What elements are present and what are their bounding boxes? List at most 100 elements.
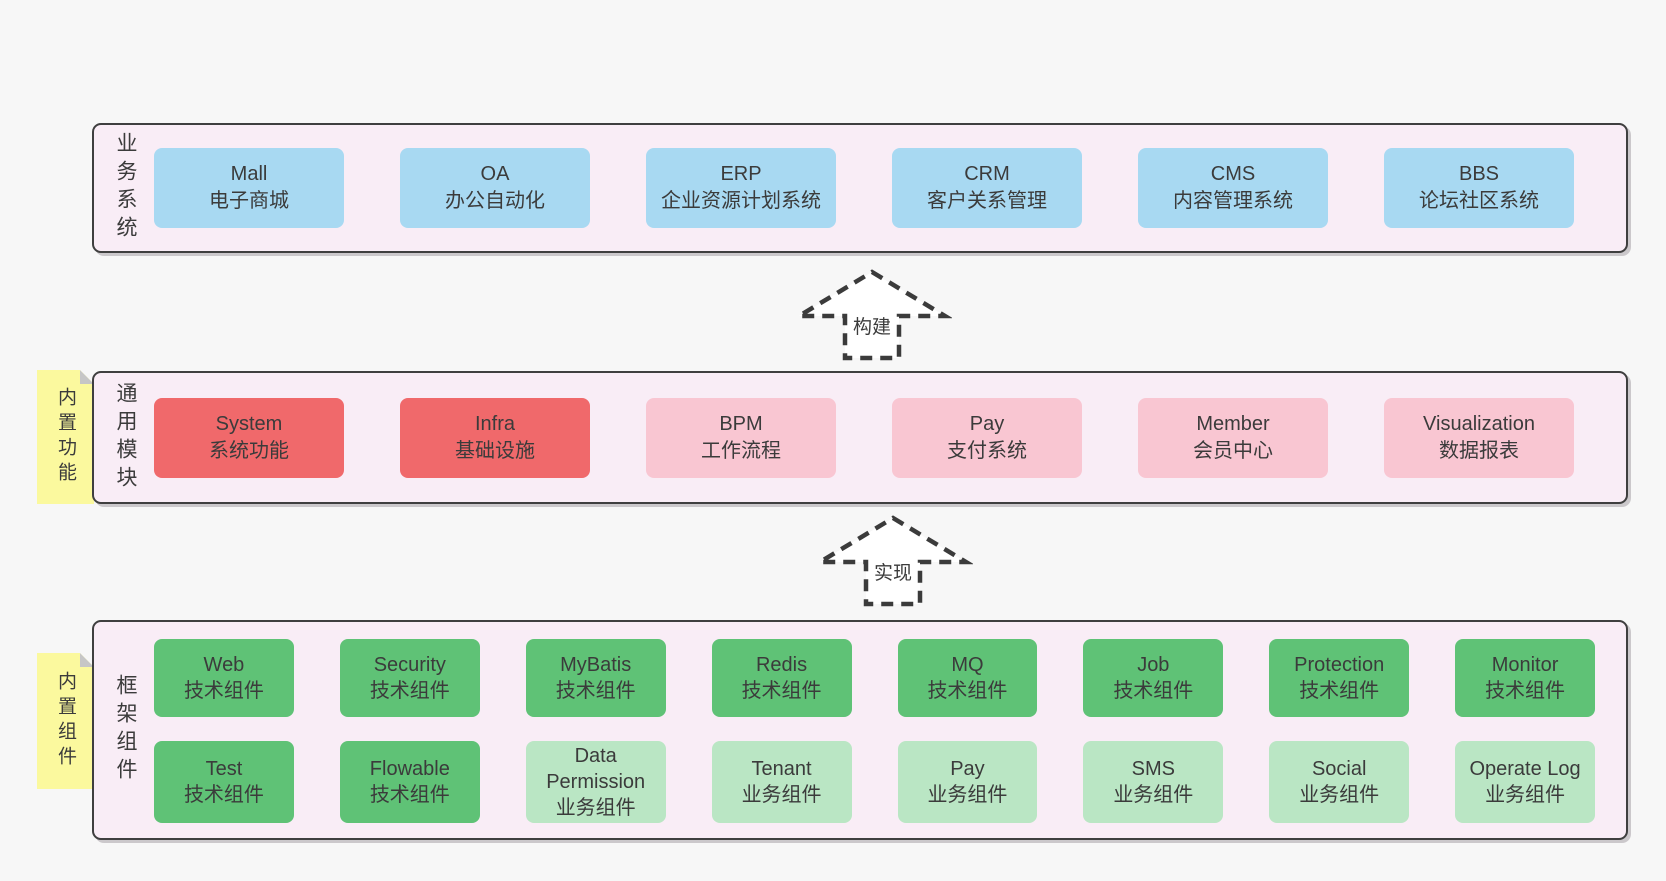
box-test: Test 技术组件 (154, 741, 294, 823)
box-infra: Infra 基础设施 (400, 397, 590, 478)
box-subtitle: 业务组件 (1113, 784, 1194, 806)
box-subtitle: 系统功能 (209, 439, 289, 462)
box-job: Job 技术组件 (1083, 639, 1224, 717)
box-title: SMS (1131, 758, 1175, 780)
layer-business-systems: 业务系统 Mall 电子商城 OA 办公自动化 ERP 企业资源计划系统 CRM… (92, 123, 1628, 253)
box-subtitle: 数据报表 (1439, 439, 1519, 462)
box-title: Infra (474, 412, 516, 435)
box-title: MyBatis (560, 654, 632, 676)
box-title: Web (203, 654, 245, 676)
box-subtitle: 技术组件 (183, 680, 264, 702)
box-title: BPM (719, 412, 763, 435)
box-title: BBS (1458, 163, 1500, 185)
box-title: Member (1196, 412, 1270, 435)
layer-label-modules: 通用模块 (114, 381, 137, 494)
box-title: System (215, 412, 283, 435)
box-title: Security (373, 654, 446, 676)
box-subtitle: 技术组件 (741, 680, 822, 702)
arrow-build: 构建 (792, 267, 952, 363)
box-subtitle: 技术组件 (1113, 680, 1194, 702)
box-subtitle: 业务组件 (555, 797, 636, 819)
box-title: Job (1137, 654, 1170, 676)
box-pay: Pay 支付系统 (892, 397, 1082, 478)
box-erp: ERP 企业资源计划系统 (646, 148, 836, 228)
box-mybatis: MyBatis 技术组件 (525, 639, 666, 717)
layer-label-business: 业务系统 (114, 132, 137, 244)
box-subtitle: 内容管理系统 (1173, 190, 1293, 212)
box-subtitle: 业务组件 (741, 784, 822, 806)
box-title: Operate Log (1469, 758, 1581, 780)
box-monitor: Monitor 技术组件 (1455, 639, 1595, 717)
box-member: Member 会员中心 (1138, 397, 1328, 478)
layer-framework-components: 框架组件 Web 技术组件 Security 技术组件 MyBatis 技术组件… (92, 620, 1628, 840)
box-title: Social (1311, 758, 1367, 780)
box-title: CRM (964, 163, 1010, 185)
box-subtitle: 电子商城 (209, 190, 289, 212)
box-subtitle: 会员中心 (1193, 439, 1273, 462)
box-subtitle: 客户关系管理 (927, 190, 1047, 212)
box-crm: CRM 客户关系管理 (892, 148, 1082, 228)
box-mall: Mall 电子商城 (154, 148, 344, 228)
box-subtitle: 技术组件 (369, 784, 450, 806)
layer-common-modules: 通用模块 System 系统功能 Infra 基础设施 BPM 工作流程 Pay… (92, 371, 1628, 504)
box-title: Data Permission (546, 745, 646, 793)
box-subtitle: 技术组件 (555, 680, 636, 702)
module-boxes-row: System 系统功能 Infra 基础设施 BPM 工作流程 Pay 支付系统… (154, 373, 1574, 502)
box-title: MQ (951, 654, 984, 676)
box-operate-log: Operate Log 业务组件 (1455, 741, 1595, 823)
box-subtitle: 技术组件 (927, 680, 1008, 702)
box-oa: OA 办公自动化 (400, 148, 590, 228)
box-subtitle: 工作流程 (701, 439, 781, 462)
box-social: Social 业务组件 (1269, 741, 1410, 823)
box-title: Tenant (751, 758, 812, 780)
box-data-permission: Data Permission 业务组件 (525, 741, 666, 823)
arrow-implement: 实现 (813, 513, 973, 609)
box-subtitle: 业务组件 (1299, 784, 1380, 806)
box-flowable: Flowable 技术组件 (339, 741, 480, 823)
box-subtitle: 技术组件 (183, 784, 264, 806)
box-title: OA (480, 163, 510, 185)
box-title: Monitor (1491, 654, 1559, 676)
box-subtitle: 支付系统 (947, 439, 1027, 462)
box-title: CMS (1210, 163, 1256, 185)
box-title: Flowable (369, 758, 450, 780)
box-mq: MQ 技术组件 (897, 639, 1038, 717)
arrow-build-label: 构建 (849, 312, 895, 339)
layer-label-framework: 框架组件 (114, 674, 137, 786)
framework-boxes-grid: Web 技术组件 Security 技术组件 MyBatis 技术组件 Redi… (154, 639, 1595, 823)
box-sms: SMS 业务组件 (1083, 741, 1224, 823)
box-bbs: BBS 论坛社区系统 (1384, 148, 1574, 228)
box-cms: CMS 内容管理系统 (1138, 148, 1328, 228)
box-bpm: BPM 工作流程 (646, 397, 836, 478)
business-boxes-row: Mall 电子商城 OA 办公自动化 ERP 企业资源计划系统 CRM 客户关系… (154, 125, 1574, 251)
box-pay-biz: Pay 业务组件 (897, 741, 1038, 823)
box-subtitle: 业务组件 (927, 784, 1008, 806)
box-protection: Protection 技术组件 (1269, 639, 1410, 717)
box-subtitle: 论坛社区系统 (1419, 190, 1539, 212)
box-title: Redis (755, 654, 808, 676)
box-subtitle: 业务组件 (1485, 784, 1566, 806)
box-title: Pay (950, 758, 985, 780)
sticky-note-builtin-features: 内置功能 (37, 370, 94, 504)
box-system: System 系统功能 (154, 397, 344, 478)
box-title: Pay (969, 412, 1005, 435)
box-visualization: Visualization 数据报表 (1384, 397, 1574, 478)
box-title: Mall (230, 163, 268, 185)
box-title: Protection (1294, 654, 1385, 676)
box-subtitle: 技术组件 (1485, 680, 1566, 702)
box-subtitle: 办公自动化 (445, 190, 545, 212)
note-text: 内置组件 (55, 671, 76, 771)
box-security: Security 技术组件 (339, 639, 480, 717)
box-tenant: Tenant 业务组件 (711, 741, 852, 823)
arrow-implement-label: 实现 (870, 558, 916, 585)
box-subtitle: 基础设施 (455, 439, 535, 462)
box-subtitle: 技术组件 (1299, 680, 1380, 702)
box-title: Test (205, 758, 243, 780)
box-title: ERP (720, 163, 762, 185)
box-title: Visualization (1423, 412, 1535, 435)
box-redis: Redis 技术组件 (711, 639, 852, 717)
note-text: 内置功能 (55, 387, 76, 487)
box-subtitle: 企业资源计划系统 (661, 190, 821, 212)
box-web: Web 技术组件 (154, 639, 294, 717)
